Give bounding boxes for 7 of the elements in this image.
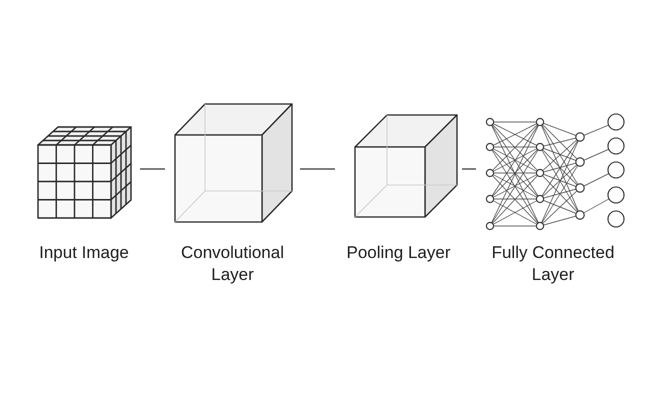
layer-label: Pooling Layer — [346, 242, 452, 264]
connector-line — [462, 168, 476, 170]
layer-label: Input Image — [38, 242, 130, 264]
layer-label: Convolutional Layer — [180, 242, 285, 286]
connector-line — [300, 168, 335, 170]
layer-label: Fully Connected Layer — [490, 242, 616, 286]
connector-line — [140, 168, 165, 170]
